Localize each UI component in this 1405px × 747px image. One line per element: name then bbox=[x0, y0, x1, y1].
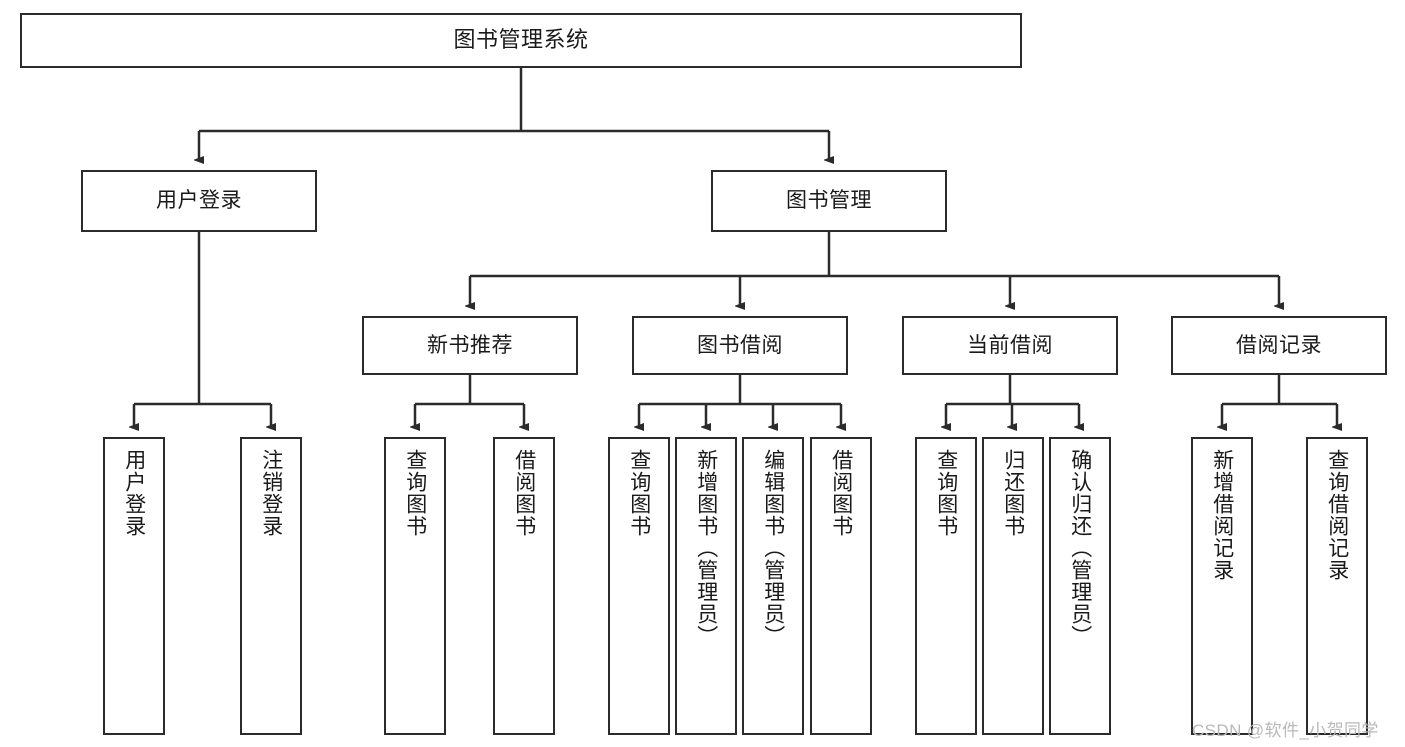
leaf-label: 查询图书 bbox=[627, 449, 651, 537]
leaf-label: 用户登录 bbox=[122, 449, 146, 537]
leaf-record-add[interactable]: 新增借阅记录 bbox=[1191, 437, 1253, 735]
node-root-label: 图书管理系统 bbox=[453, 27, 589, 53]
leaf-label: 编辑图书（管理员） bbox=[761, 449, 785, 647]
leaf-label: 归还图书 bbox=[1001, 449, 1025, 537]
watermark-text: CSDN @软件_小贺同学 bbox=[1192, 721, 1379, 740]
node-root[interactable]: 图书管理系统 bbox=[20, 13, 1022, 68]
leaf-label: 查询图书 bbox=[403, 449, 427, 537]
node-current-borrow-label: 当前借阅 bbox=[967, 333, 1053, 357]
leaf-new-book-borrow[interactable]: 借阅图书 bbox=[493, 437, 555, 735]
csdn-watermark: CSDN @软件_小贺同学 bbox=[1192, 716, 1379, 741]
node-user-login-label: 用户登录 bbox=[156, 189, 242, 213]
leaf-current-confirm-return[interactable]: 确认归还（管理员） bbox=[1049, 437, 1111, 735]
node-new-book-recommend[interactable]: 新书推荐 bbox=[362, 316, 578, 375]
node-book-management[interactable]: 图书管理 bbox=[711, 170, 947, 232]
leaf-new-book-query[interactable]: 查询图书 bbox=[384, 437, 446, 735]
leaf-label: 确认归还（管理员） bbox=[1068, 449, 1092, 647]
leaf-current-query-book[interactable]: 查询图书 bbox=[915, 437, 977, 735]
leaf-label: 查询图书 bbox=[934, 449, 958, 537]
leaf-user-login-logout[interactable]: 注销登录 bbox=[240, 437, 302, 735]
node-new-book-recommend-label: 新书推荐 bbox=[427, 333, 513, 357]
leaf-label: 新增借阅记录 bbox=[1210, 449, 1234, 581]
node-book-borrow[interactable]: 图书借阅 bbox=[632, 316, 848, 375]
leaf-borrow-borrow-book[interactable]: 借阅图书 bbox=[810, 437, 872, 735]
leaf-label: 注销登录 bbox=[259, 449, 283, 537]
leaf-current-return-book[interactable]: 归还图书 bbox=[982, 437, 1044, 735]
leaf-label: 查询借阅记录 bbox=[1325, 449, 1349, 581]
leaf-borrow-query-book[interactable]: 查询图书 bbox=[608, 437, 670, 735]
leaf-borrow-add-book[interactable]: 新增图书（管理员） bbox=[675, 437, 737, 735]
leaf-borrow-edit-book[interactable]: 编辑图书（管理员） bbox=[742, 437, 804, 735]
leaf-label: 借阅图书 bbox=[829, 449, 853, 537]
node-user-login[interactable]: 用户登录 bbox=[81, 170, 317, 232]
leaf-label: 新增图书（管理员） bbox=[694, 449, 718, 647]
node-book-borrow-label: 图书借阅 bbox=[697, 333, 783, 357]
node-borrow-record[interactable]: 借阅记录 bbox=[1171, 316, 1387, 375]
node-current-borrow[interactable]: 当前借阅 bbox=[902, 316, 1118, 375]
node-book-management-label: 图书管理 bbox=[786, 189, 872, 213]
leaf-record-query[interactable]: 查询借阅记录 bbox=[1306, 437, 1368, 735]
leaf-label: 借阅图书 bbox=[512, 449, 536, 537]
node-borrow-record-label: 借阅记录 bbox=[1236, 333, 1322, 357]
leaf-user-login-login[interactable]: 用户登录 bbox=[103, 437, 165, 735]
